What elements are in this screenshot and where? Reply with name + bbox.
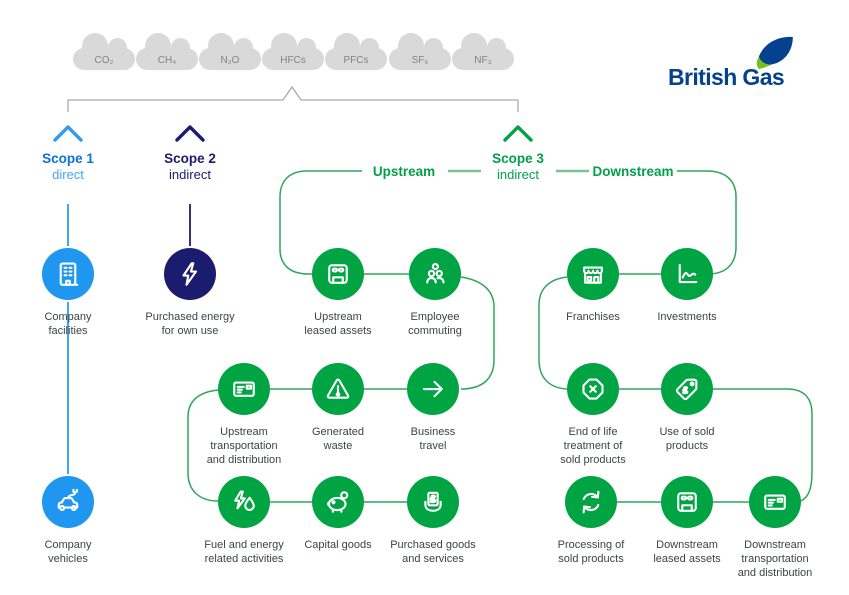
bolt-droplet-icon xyxy=(229,487,259,517)
node-downstream-leased-assets xyxy=(661,476,713,528)
node-label: Capital goods xyxy=(304,539,372,551)
scope3-header: Scope 3 indirect xyxy=(463,151,573,183)
scope2-subtitle: indirect xyxy=(169,167,211,182)
gas-label: HFCs xyxy=(280,55,306,66)
piggy-bank-icon xyxy=(323,487,353,517)
gas-cloud: NF₃ xyxy=(452,33,514,70)
scope3-title: Scope 3 xyxy=(492,151,544,166)
node-label: Company facilities xyxy=(44,311,92,337)
node-business-travel xyxy=(407,363,459,415)
node-label: Downstream transportation and distributi… xyxy=(737,539,813,579)
node-franchises xyxy=(567,248,619,300)
upstream-label: Upstream xyxy=(372,164,436,179)
gas-label: N₂O xyxy=(220,55,240,66)
flame-icon xyxy=(756,36,793,70)
garage-icon xyxy=(672,487,702,517)
scope3-subtitle: indirect xyxy=(497,167,539,182)
node-label: Fuel and energy related activities xyxy=(204,539,284,565)
node-processing-sold-products xyxy=(565,476,617,528)
node-downstream-transportation xyxy=(749,476,801,528)
node-label: Use of sold products xyxy=(659,426,715,452)
scope1-title: Scope 1 xyxy=(42,151,94,166)
logo-wordmark: British Gas xyxy=(668,64,785,90)
node-label: Company vehicles xyxy=(44,539,92,565)
node-label: Franchises xyxy=(566,311,620,323)
node-end-of-life xyxy=(567,363,619,415)
gas-cloud: HFCs xyxy=(262,33,324,70)
node-fuel-energy xyxy=(218,476,270,528)
node-label: Generated waste xyxy=(312,426,364,452)
gas-cloud: N₂O xyxy=(199,33,261,70)
node-company-vehicles xyxy=(42,476,94,528)
node-label: Employee commuting xyxy=(408,311,462,337)
people-icon xyxy=(420,259,450,289)
shipping-label-icon xyxy=(760,487,790,517)
price-tag-icon xyxy=(672,374,702,404)
scope1-subtitle: direct xyxy=(52,167,84,182)
node-label: Purchased goods and services xyxy=(390,539,476,565)
node-use-of-sold-products xyxy=(661,363,713,415)
scope2-header: Scope 2 indirect xyxy=(135,151,245,183)
chart-icon xyxy=(672,259,702,289)
scope1-header: Scope 1 direct xyxy=(13,151,123,183)
storefront-icon xyxy=(578,259,608,289)
node-company-facilities xyxy=(42,248,94,300)
node-label: Upstream transportation and distribution xyxy=(206,426,282,466)
node-capital-goods xyxy=(312,476,364,528)
gas-label: NF₃ xyxy=(474,55,492,66)
british-gas-logo: British Gas xyxy=(668,36,798,90)
node-investments xyxy=(661,248,713,300)
lightning-icon xyxy=(175,259,205,289)
gas-label: SF₆ xyxy=(411,55,429,66)
shipping-label-icon xyxy=(229,374,259,404)
node-label: Downstream leased assets xyxy=(653,539,721,565)
gas-cloud: PFCs xyxy=(325,33,387,70)
node-label: Investments xyxy=(657,311,717,323)
arrow-right-icon xyxy=(418,374,448,404)
node-label: Upstream leased assets xyxy=(304,311,372,337)
node-label: Processing of sold products xyxy=(557,539,625,565)
hand-money-icon xyxy=(418,487,448,517)
gas-cloud: SF₆ xyxy=(389,33,451,70)
node-employee-commuting xyxy=(409,248,461,300)
gas-label: PFCs xyxy=(343,55,369,66)
node-purchased-goods xyxy=(407,476,459,528)
electric-car-icon xyxy=(53,487,83,517)
node-label: Business travel xyxy=(410,426,456,452)
node-label: Purchased energy for own use xyxy=(145,311,235,337)
node-upstream-transportation xyxy=(218,363,270,415)
node-upstream-leased-assets xyxy=(312,248,364,300)
gas-cloud: CH₄ xyxy=(136,33,198,70)
scope2-title: Scope 2 xyxy=(164,151,216,166)
gas-cloud: CO₂ xyxy=(73,33,135,70)
gas-label: CH₄ xyxy=(157,55,177,66)
gas-label: CO₂ xyxy=(94,55,114,66)
octagon-x-icon xyxy=(578,374,608,404)
node-generated-waste xyxy=(312,363,364,415)
node-label: End of life treatment of sold products xyxy=(560,426,626,466)
recycle-arrows-icon xyxy=(576,487,606,517)
building-icon xyxy=(53,259,83,289)
downstream-label: Downstream xyxy=(592,164,674,179)
garage-icon xyxy=(323,259,353,289)
node-purchased-energy xyxy=(164,248,216,300)
warning-triangle-icon xyxy=(323,374,353,404)
